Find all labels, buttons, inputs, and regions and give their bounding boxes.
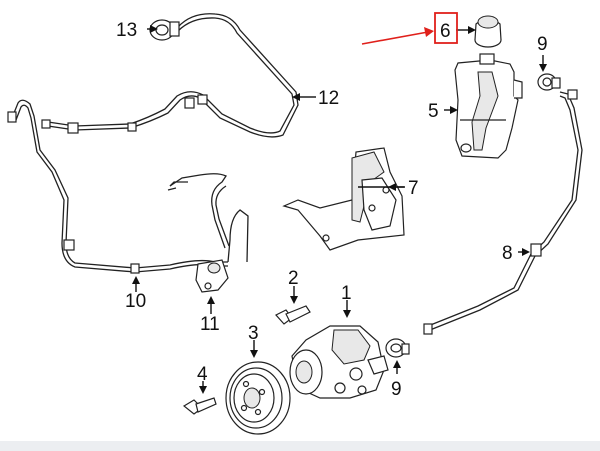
callout-1: 1	[341, 283, 352, 304]
fitting-11	[195, 259, 229, 293]
cap-6	[474, 15, 502, 48]
bolt-4	[182, 397, 217, 415]
hose-12	[41, 13, 299, 138]
hose-8	[423, 89, 583, 335]
callout-4: 4	[197, 364, 208, 385]
clamp-13	[149, 19, 180, 41]
bolt-2	[275, 305, 311, 325]
callout-12: 12	[318, 88, 339, 109]
callout-2: 2	[288, 268, 299, 289]
clamp-9-upper	[537, 73, 561, 91]
callout-13: 13	[116, 20, 137, 41]
highlight-arrow	[361, 27, 434, 45]
reservoir-5	[454, 53, 523, 159]
callout-7: 7	[408, 178, 419, 199]
highlight-box	[434, 12, 458, 44]
callout-9-upper: 9	[537, 34, 548, 55]
callout-8: 8	[502, 243, 513, 264]
bottom-strip	[0, 441, 600, 451]
pulley-3	[225, 361, 291, 435]
clamp-9-lower	[385, 338, 410, 358]
callout-3: 3	[248, 323, 259, 344]
hose-10	[7, 99, 249, 274]
bracket-7	[282, 147, 405, 251]
leader-lines	[132, 25, 547, 394]
callout-11: 11	[200, 314, 220, 335]
callout-9-lower: 9	[391, 379, 402, 400]
pump-1	[289, 325, 389, 399]
callout-5: 5	[428, 101, 439, 122]
callout-10: 10	[125, 291, 146, 312]
callout-6: 6	[440, 21, 451, 42]
